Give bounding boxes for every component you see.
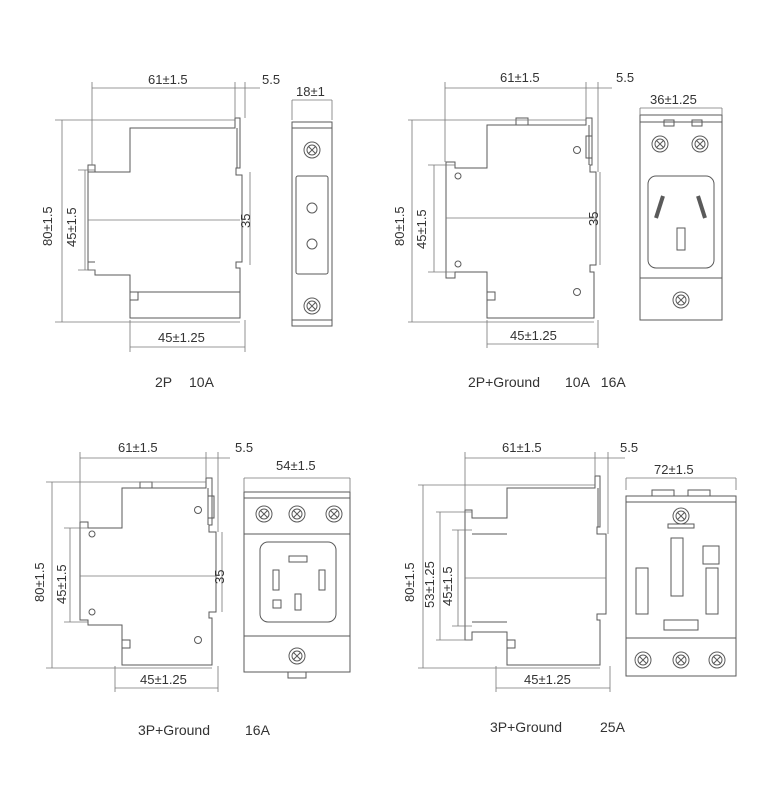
caption-model: 3P+Ground bbox=[490, 719, 562, 735]
side-view-3p-ground-25a bbox=[464, 475, 607, 666]
socket-pin-icon bbox=[705, 567, 719, 615]
caption-rating: 16A bbox=[245, 722, 271, 738]
terminal-screw-icon bbox=[255, 505, 273, 523]
socket-pin-icon bbox=[670, 537, 684, 597]
dimension-lines-2p-ground bbox=[408, 82, 612, 348]
terminal-screw-icon bbox=[708, 651, 726, 669]
terminal-screw-icon bbox=[672, 291, 690, 309]
caption-model: 2P+Ground bbox=[468, 374, 540, 390]
dim-width: 61±1.5 bbox=[118, 440, 158, 455]
dimension-lines-3p-ground-16a bbox=[46, 452, 230, 692]
terminal-screw-icon bbox=[672, 507, 690, 525]
dim-depth: 72±1.5 bbox=[654, 462, 694, 477]
side-view-2p-ground bbox=[445, 117, 597, 319]
terminal-screw-icon bbox=[303, 297, 321, 315]
dim-bottom: 45±1.25 bbox=[158, 330, 205, 345]
terminal-screw-icon bbox=[325, 505, 343, 523]
terminal-screw-icon bbox=[634, 651, 652, 669]
caption-rating: 10A 16A bbox=[565, 374, 626, 390]
socket-pin-icon bbox=[288, 555, 308, 563]
terminal-screw-icon bbox=[691, 135, 709, 153]
dim-depth: 36±1.25 bbox=[650, 92, 697, 107]
terminal-screw-icon bbox=[651, 135, 669, 153]
dim-mid: 35 bbox=[586, 212, 601, 226]
dim-bottom: 45±1.25 bbox=[140, 672, 187, 687]
dim-height: 80±1.5 bbox=[40, 206, 55, 246]
terminal-screw-icon bbox=[303, 141, 321, 159]
dim-height: 80±1.5 bbox=[32, 562, 47, 602]
panel-3p-ground-16a: 61±1.5 5.5 54±1.5 80±1.5 45±1.5 35 45±1.… bbox=[32, 440, 351, 738]
dim-height: 80±1.5 bbox=[402, 562, 417, 602]
caption-model: 2P bbox=[155, 374, 172, 390]
ground-pin-icon bbox=[663, 619, 699, 631]
dim-inner-height: 45±1.5 bbox=[414, 209, 429, 249]
dim-gap: 5.5 bbox=[235, 440, 253, 455]
panel-2p: 61±1.5 5.5 18±1 80±1.5 45±1.5 35 45±1.25… bbox=[40, 72, 333, 390]
caption-rating: 25A bbox=[600, 719, 626, 735]
socket-pin-icon bbox=[272, 569, 280, 591]
ground-pin-icon bbox=[676, 227, 686, 251]
front-view-2p-ground bbox=[639, 107, 723, 321]
dim-gap: 5.5 bbox=[620, 440, 638, 455]
side-view-3p-ground-16a bbox=[79, 477, 217, 666]
dim-width: 61±1.5 bbox=[500, 70, 540, 85]
dim-width: 61±1.5 bbox=[502, 440, 542, 455]
ground-pin-icon bbox=[272, 599, 282, 609]
dim-bottom: 45±1.25 bbox=[524, 672, 571, 687]
dim-mid: 35 bbox=[212, 570, 227, 584]
terminal-screw-icon bbox=[672, 651, 690, 669]
dim-extra-height: 53±1.25 bbox=[422, 561, 437, 608]
front-view-3p-ground-16a bbox=[243, 477, 351, 679]
terminal-screw-icon bbox=[288, 505, 306, 523]
dim-gap: 5.5 bbox=[262, 72, 280, 87]
socket-pin-icon bbox=[318, 569, 326, 591]
dim-inner-height: 45±1.5 bbox=[440, 566, 455, 606]
dim-depth: 18±1 bbox=[296, 84, 325, 99]
caption-rating: 10A bbox=[189, 374, 215, 390]
socket-hole-icon bbox=[306, 202, 318, 214]
dim-mid: 35 bbox=[238, 214, 253, 228]
side-view-2p bbox=[87, 117, 243, 319]
front-view-2p bbox=[291, 99, 333, 327]
socket-pin-icon bbox=[635, 567, 649, 615]
dim-depth: 54±1.5 bbox=[276, 458, 316, 473]
socket-pin-icon bbox=[294, 593, 302, 611]
dim-height: 80±1.5 bbox=[392, 206, 407, 246]
caption-model: 3P+Ground bbox=[138, 722, 210, 738]
dim-inner-height: 45±1.5 bbox=[64, 207, 79, 247]
dim-bottom: 45±1.25 bbox=[510, 328, 557, 343]
terminal-screw-icon bbox=[288, 647, 306, 665]
panel-2p-ground: 61±1.5 5.5 36±1.25 80±1.5 45±1.5 35 45±1… bbox=[392, 70, 723, 390]
dim-width: 61±1.5 bbox=[148, 72, 188, 87]
socket-pin-icon bbox=[654, 195, 665, 219]
panel-3p-ground-25a: 61±1.5 5.5 72±1.5 80±1.5 53±1.25 45±1.5 … bbox=[402, 440, 737, 735]
front-view-3p-ground-25a bbox=[625, 477, 737, 677]
dim-inner-height: 45±1.5 bbox=[54, 564, 69, 604]
indicator-icon bbox=[702, 545, 720, 565]
dimension-lines-3p-ground-25a bbox=[418, 452, 625, 692]
dim-gap: 5.5 bbox=[616, 70, 634, 85]
socket-hole-icon bbox=[306, 238, 318, 250]
dimension-lines-2p bbox=[55, 82, 260, 352]
socket-pin-icon bbox=[696, 195, 707, 219]
